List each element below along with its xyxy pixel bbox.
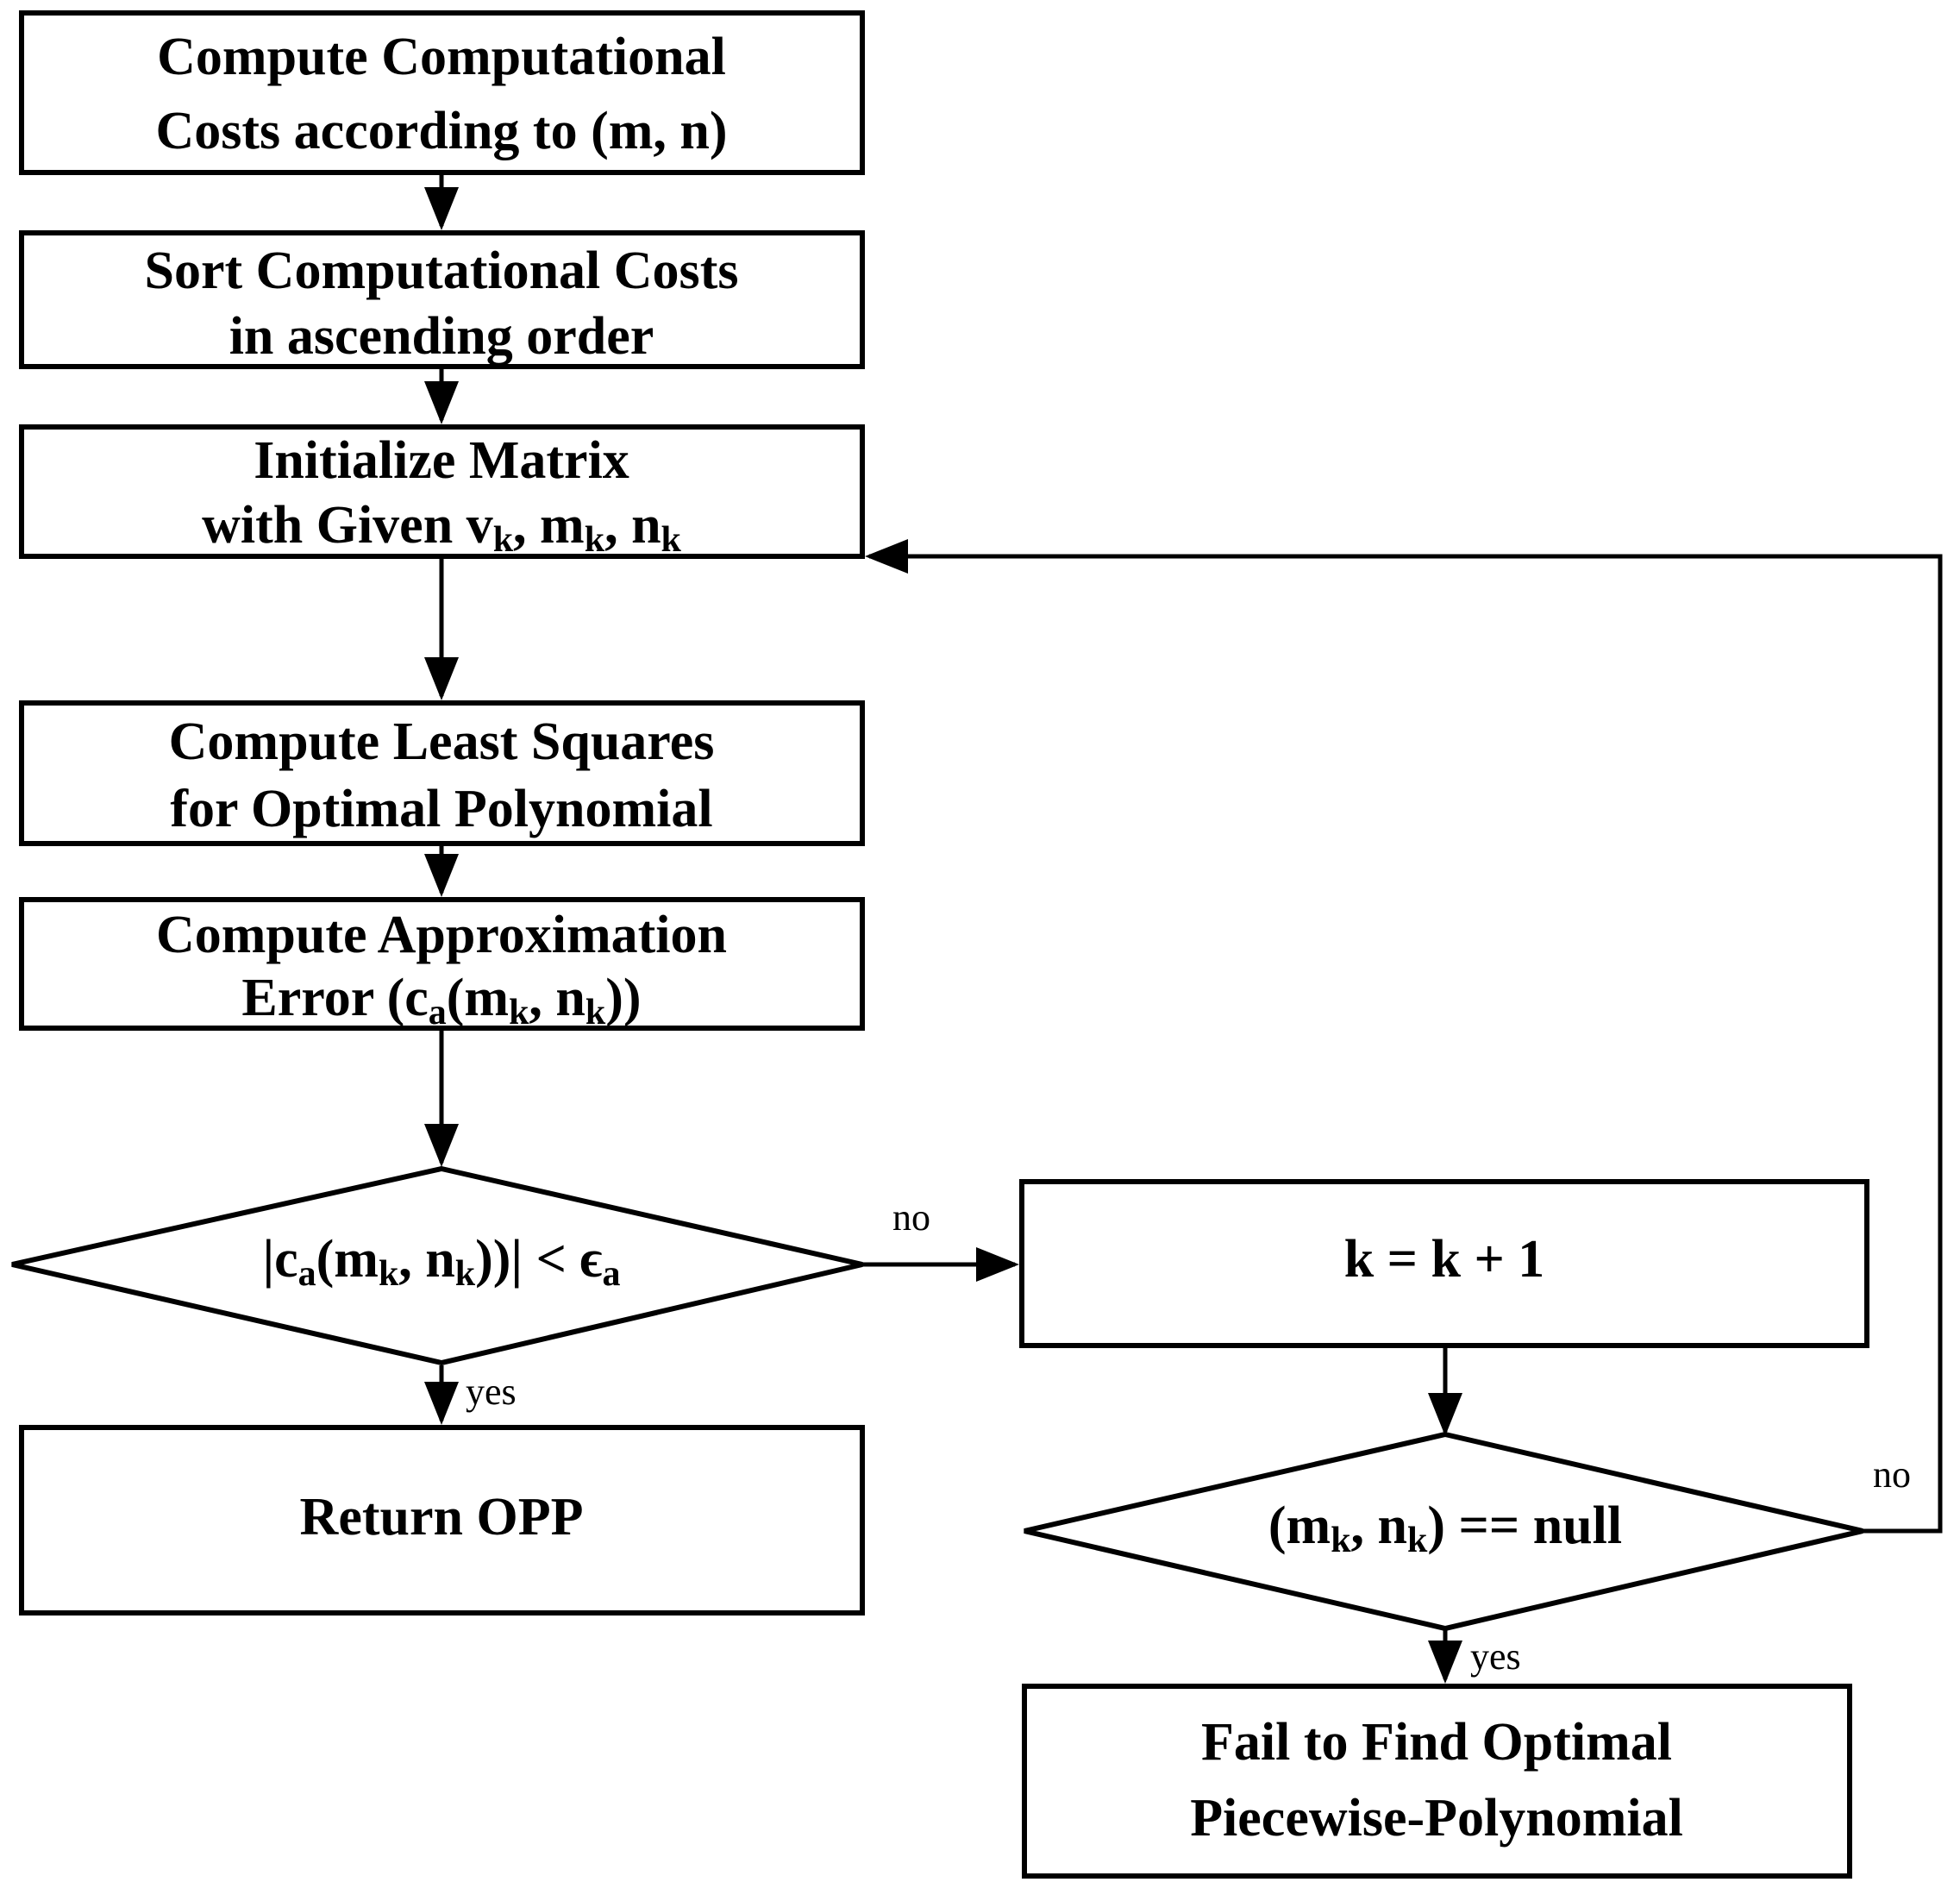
- connector-layer: [424, 173, 1943, 1684]
- error-check-condition: |ca(mk, nk))| < ϵa: [262, 1230, 620, 1293]
- init-matrix-box[interactable]: [19, 424, 865, 559]
- least-squares-line2: for Optimal Polynomial: [170, 780, 712, 838]
- fail-message-box[interactable]: [1022, 1684, 1852, 1879]
- least-squares-box[interactable]: [19, 700, 865, 846]
- approx-error-line1: Compute Approximation: [156, 906, 727, 964]
- increment-k-label: k = k + 1: [1344, 1230, 1545, 1289]
- return-opp-label: Return OPP: [300, 1488, 584, 1547]
- node-null-check[interactable]: (mk, nk) == null: [1024, 1431, 1863, 1632]
- edge-label-no-error-check: no: [892, 1196, 930, 1239]
- node-sort-costs[interactable]: Sort Computational Costs in ascending or…: [19, 230, 865, 369]
- sort-costs-box[interactable]: [19, 230, 865, 369]
- null-check-diamond[interactable]: [1024, 1431, 1863, 1632]
- fail-message-line2: Piecewise-Polynomial: [1190, 1789, 1683, 1848]
- approx-error-line2: Error (ca(mk, nk)): [241, 969, 641, 1032]
- fail-message-line1: Fail to Find Optimal: [1201, 1713, 1672, 1772]
- least-squares-line1: Compute Least Squares: [169, 712, 715, 771]
- error-check-diamond[interactable]: [11, 1165, 863, 1366]
- compute-costs-box[interactable]: [19, 10, 865, 175]
- sort-costs-line2: in ascending order: [229, 307, 654, 366]
- increment-k-box[interactable]: [1019, 1179, 1869, 1348]
- node-compute-costs[interactable]: Compute Computational Costs according to…: [19, 10, 865, 175]
- edge-label-yes-null-check: yes: [1470, 1635, 1521, 1678]
- node-return-opp[interactable]: Return OPP: [19, 1425, 865, 1616]
- node-fail-message[interactable]: Fail to Find Optimal Piecewise-Polynomia…: [1022, 1684, 1852, 1879]
- sort-costs-line1: Sort Computational Costs: [145, 242, 739, 300]
- null-check-condition: (mk, nk) == null: [1268, 1496, 1622, 1559]
- compute-costs-line2: Costs according to (m, n): [156, 102, 728, 160]
- node-error-check[interactable]: |ca(mk, nk))| < ϵa: [11, 1165, 863, 1366]
- init-matrix-line2: with Given vk, mk, nk: [202, 496, 681, 559]
- approx-error-box[interactable]: [19, 897, 865, 1031]
- edge-label-layer: yes no yes no: [466, 1196, 1911, 1678]
- node-init-matrix[interactable]: Initialize Matrix with Given vk, mk, nk: [19, 424, 865, 560]
- node-least-squares[interactable]: Compute Least Squares for Optimal Polyno…: [19, 700, 865, 846]
- compute-costs-line1: Compute Computational: [157, 28, 726, 86]
- return-opp-box[interactable]: [19, 1425, 865, 1616]
- node-approx-error[interactable]: Compute Approximation Error (ca(mk, nk)): [19, 897, 865, 1032]
- init-matrix-line1: Initialize Matrix: [254, 431, 629, 490]
- edge-label-no-null-check: no: [1873, 1453, 1911, 1496]
- node-increment-k[interactable]: k = k + 1: [1019, 1179, 1869, 1348]
- edge-label-yes-error-check: yes: [466, 1371, 517, 1413]
- edge-null-check-no-loop-to-init-matrix: [865, 539, 1943, 1534]
